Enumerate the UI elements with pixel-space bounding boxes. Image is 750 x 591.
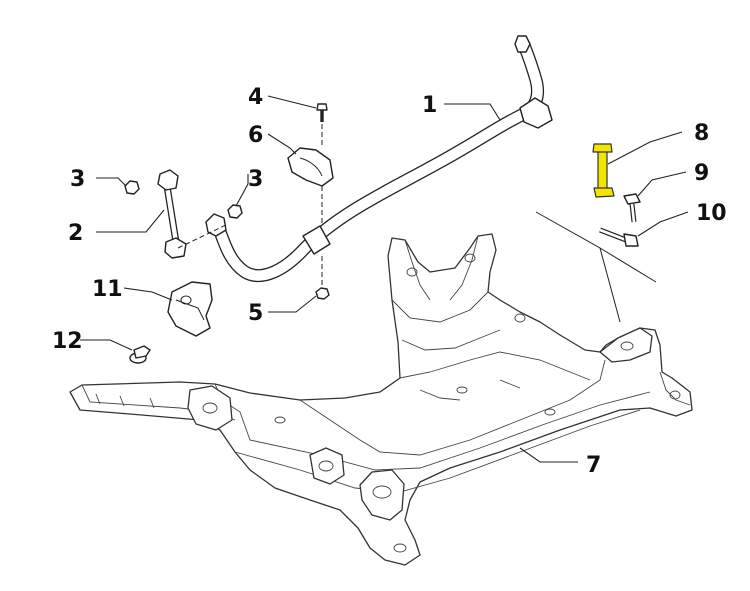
callout-3-nut-right: 3 [248,167,263,192]
bolt [599,227,639,247]
flange-bolt [129,345,151,364]
assembly-lines [177,124,657,323]
stabilizer-link [157,169,187,259]
highlighted-bolt [592,143,615,198]
callout-leaders [80,95,689,463]
callout-12: 12 [52,329,83,354]
link-bracket [167,281,213,337]
callout-7: 7 [586,453,601,478]
callout-10: 10 [696,201,727,226]
bolt [316,103,328,122]
bolt-shank [597,149,608,191]
nut [227,204,243,219]
callout-9: 9 [694,161,709,186]
callout-1: 1 [422,93,437,118]
callout-6: 6 [248,123,263,148]
stabilizer-bar [205,35,553,283]
subframe [69,233,693,566]
nut [315,287,330,300]
bolt [623,193,641,223]
callout-2: 2 [68,221,83,246]
callout-8: 8 [694,121,709,146]
bar-bushing [287,147,334,187]
callout-4: 4 [248,85,263,110]
callout-5: 5 [248,301,263,326]
callout-labels: 1 2 3 3 4 5 6 7 8 9 10 11 12 [52,85,727,478]
callout-3-nut-left: 3 [70,167,85,192]
callout-11: 11 [92,277,123,302]
nut [124,180,140,195]
